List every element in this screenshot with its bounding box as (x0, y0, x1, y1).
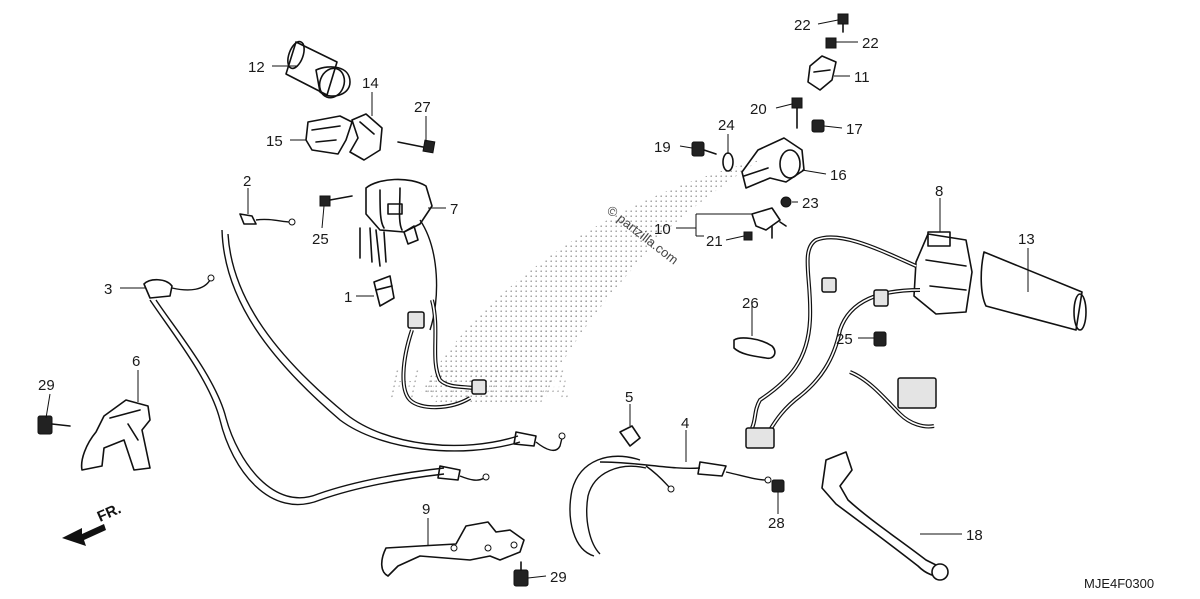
part-27-screw (397, 139, 436, 154)
callout-10: 10 (654, 221, 671, 238)
part-3-cable (143, 274, 490, 506)
part-25-bolt-right (873, 331, 887, 347)
callout-29-left: 29 (38, 377, 55, 394)
left-switch-harness (401, 299, 487, 410)
part-26-band (733, 337, 776, 360)
callout-8: 8 (935, 183, 943, 200)
part-14-housing (349, 113, 383, 161)
callout-9: 9 (422, 501, 430, 518)
callout-11: 11 (854, 69, 870, 86)
part-18-lever (821, 451, 949, 581)
part-29-bolt-left (37, 415, 71, 435)
part-29-bolt-bottom (513, 561, 529, 587)
callout-17: 17 (846, 121, 863, 138)
part-24-ring (722, 152, 734, 172)
callout-2: 2 (243, 173, 251, 190)
callout-20: 20 (750, 101, 767, 118)
callout-5: 5 (625, 389, 633, 406)
callout-22-a: 22 (794, 17, 811, 34)
part-2-throttle-cable (221, 213, 566, 452)
callout-14: 14 (362, 75, 379, 92)
part-23-ball (780, 196, 792, 208)
part-12-grip (285, 40, 351, 99)
part-5-clip (619, 425, 641, 447)
part-28-nut (771, 479, 785, 493)
callout-13: 13 (1018, 231, 1035, 248)
callout-16: 16 (830, 167, 847, 184)
callout-26: 26 (742, 295, 759, 312)
part-10-switch (751, 207, 787, 239)
callout-12: 12 (248, 59, 265, 76)
leader-lines (45, 19, 1029, 579)
honda-wing-watermark-icon: HONDA (383, 160, 760, 410)
fr-label: FR. (95, 500, 124, 525)
part-22-screw-a (837, 13, 849, 33)
callouts: 12 14 27 15 2 7 25 1 3 6 29 9 29 22 22 1… (38, 17, 1035, 586)
callout-19: 19 (654, 139, 671, 156)
part-22-screw-b (825, 37, 837, 49)
callout-22-b: 22 (862, 35, 879, 52)
diagram-code: MJE4F0300 (1084, 576, 1154, 591)
callout-29-bottom: 29 (550, 569, 567, 586)
part-25-bolt-left (319, 195, 353, 207)
callout-23: 23 (802, 195, 819, 212)
part-19-bolt (691, 141, 717, 157)
part-15-housing (305, 115, 353, 155)
callout-6: 6 (132, 353, 140, 370)
part-13-grip (980, 251, 1087, 331)
part-11-clamp (807, 55, 837, 91)
part-21-screw (743, 231, 753, 241)
callout-25-left: 25 (312, 231, 329, 248)
callout-7: 7 (450, 201, 458, 218)
part-9-bracket (380, 521, 525, 577)
part-7-switch (359, 178, 438, 331)
part-8-switch (913, 231, 973, 315)
part-16-holder (741, 137, 805, 189)
callout-1: 1 (344, 289, 352, 306)
callout-18: 18 (966, 527, 983, 544)
callout-27: 27 (414, 99, 431, 116)
callout-25-right: 25 (836, 331, 853, 348)
callout-15: 15 (266, 133, 283, 150)
part-6-bracket (80, 399, 151, 471)
part-17-bolt (811, 119, 825, 133)
callout-4: 4 (681, 415, 689, 432)
front-direction-arrow-icon: FR. (62, 500, 124, 546)
callout-24: 24 (718, 117, 735, 134)
callout-28: 28 (768, 515, 785, 532)
right-switch-harness (745, 235, 937, 449)
part-1-clip (373, 275, 395, 307)
callout-21: 21 (706, 233, 723, 250)
part-4-clutch-cable (569, 455, 772, 557)
callout-3: 3 (104, 281, 112, 298)
part-20-bolt (791, 97, 803, 129)
